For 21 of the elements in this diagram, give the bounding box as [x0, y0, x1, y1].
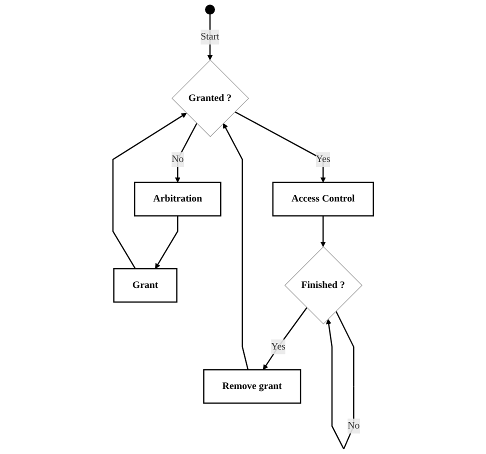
edge-label: Start: [200, 32, 220, 42]
node-box: Remove grant: [202, 369, 301, 404]
node-box: Arbitration: [134, 182, 222, 216]
node-box: Access Control: [272, 182, 374, 216]
node-diamond: Finished ?: [284, 246, 362, 324]
arrow: [154, 216, 178, 269]
arrow: [207, 14, 213, 60]
edge-label: No: [171, 154, 184, 164]
node-box: Grant: [113, 268, 178, 303]
arrow: [234, 111, 326, 183]
arrow: [262, 307, 308, 370]
arrow: [222, 123, 248, 370]
node-circle: [204, 4, 215, 15]
arrow: [174, 123, 198, 183]
arrow: [326, 310, 354, 450]
edge-label: No: [347, 420, 360, 431]
edge-label: Yes: [316, 154, 330, 164]
node-diamond: Granted ?: [171, 60, 249, 138]
arrow: [112, 112, 187, 269]
arrow: [320, 216, 326, 248]
edge-label: Yes: [270, 341, 286, 352]
